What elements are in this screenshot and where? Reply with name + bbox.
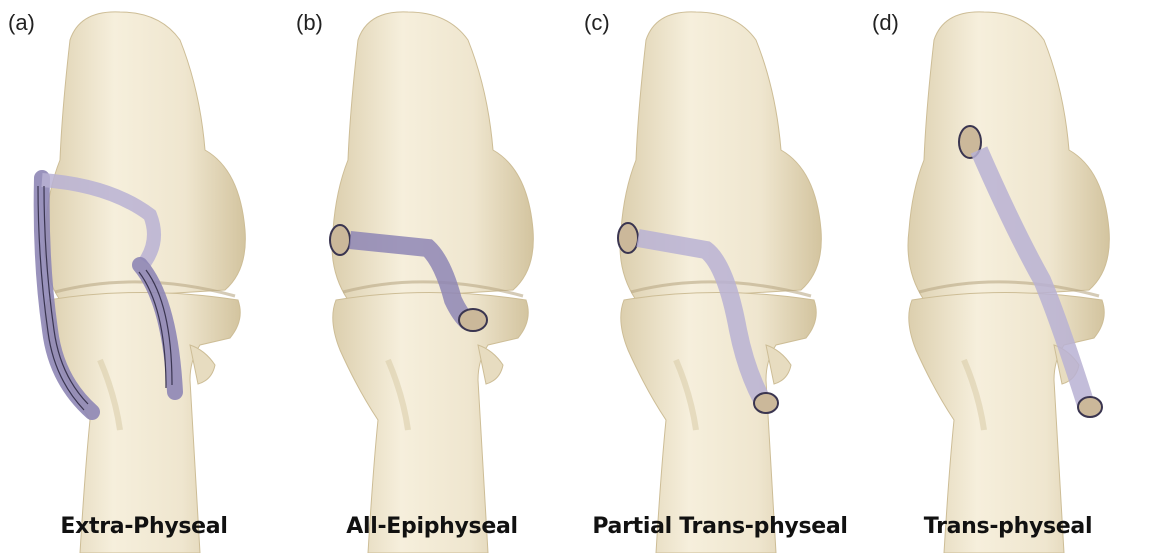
button-fixation-b-femur	[330, 225, 350, 255]
button-fixation-b-tibia	[459, 309, 487, 331]
panel-caption-d: Trans-physeal	[864, 514, 1152, 539]
panel-label-d: (d)	[872, 10, 899, 36]
panel-caption-b: All-Epiphyseal	[288, 514, 576, 539]
panel-label-a: (a)	[8, 10, 35, 36]
knee-illustration-a	[0, 0, 288, 553]
knee-illustration-b	[288, 0, 576, 553]
panel-a: (a) Extra-Physeal	[0, 0, 288, 553]
screw-fixation-c-tibia	[754, 393, 778, 413]
panel-caption-a: Extra-Physeal	[0, 514, 288, 539]
panel-label-c: (c)	[584, 10, 610, 36]
panel-label-b: (b)	[296, 10, 323, 36]
screw-fixation-d-tibia	[1078, 397, 1102, 417]
button-fixation-c-femur	[618, 223, 638, 253]
panel-caption-c: Partial Trans-physeal	[576, 514, 864, 539]
knee-illustration-d	[864, 0, 1152, 553]
panel-c: (c) Partial Trans-physeal	[576, 0, 864, 553]
knee-illustration-c	[576, 0, 864, 553]
panel-d: (d) Trans-physeal	[864, 0, 1152, 553]
panel-b: (b) All-Epiphyseal	[288, 0, 576, 553]
